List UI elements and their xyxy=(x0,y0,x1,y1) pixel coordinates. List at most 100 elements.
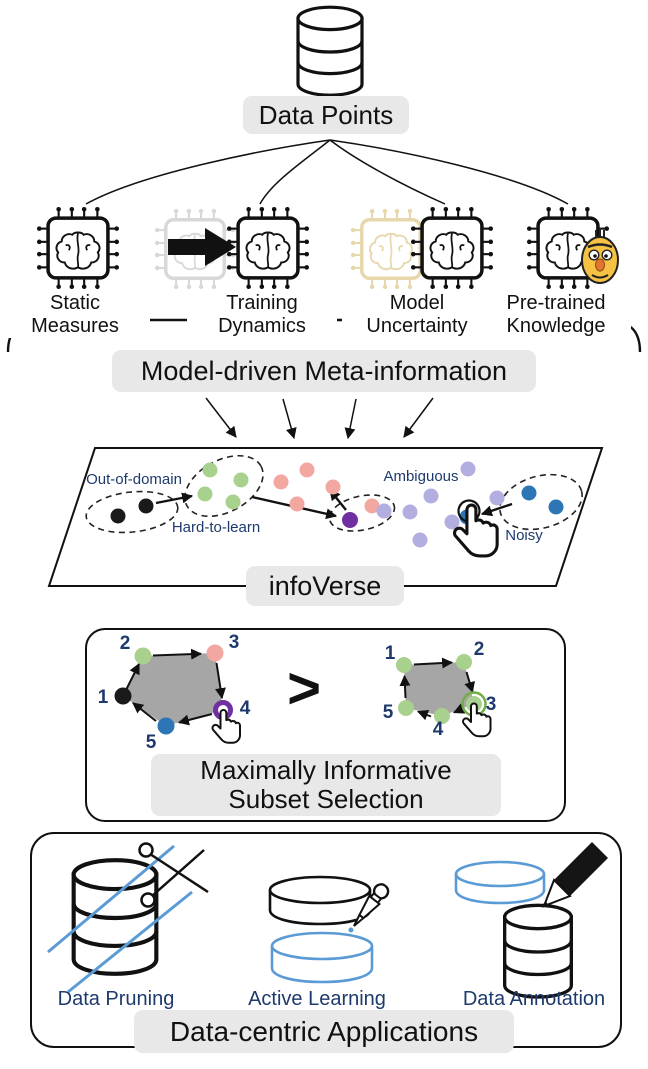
dot xyxy=(423,488,439,504)
pool-cylinder-top xyxy=(268,875,372,905)
training-progress-arrow-icon xyxy=(168,228,236,266)
fan-line xyxy=(259,139,331,205)
graph-node xyxy=(456,654,472,670)
down-arrow xyxy=(205,397,237,438)
pruning-database-icon xyxy=(74,860,157,974)
dot xyxy=(225,494,241,510)
label-line: Model xyxy=(389,292,445,314)
graph-edge xyxy=(125,663,140,691)
right-graph-polygon xyxy=(404,662,474,716)
meta-information-banner: Model-driven Meta-information xyxy=(112,350,536,392)
fan-lines xyxy=(85,139,569,205)
graph-edge xyxy=(416,709,432,721)
fan-line xyxy=(329,139,569,205)
left-graph-polygon xyxy=(123,653,223,726)
application-icons xyxy=(47,842,608,1046)
fan-line xyxy=(85,139,331,205)
dot xyxy=(233,472,249,488)
node-number: 1 xyxy=(98,687,109,708)
dot xyxy=(460,461,476,477)
cluster-arrow xyxy=(480,502,513,517)
prune-slash xyxy=(47,844,175,954)
source-label-model-uncertainty: Model Uncertainty xyxy=(342,292,492,338)
graph-edge xyxy=(464,671,475,694)
node-number: 5 xyxy=(383,702,394,723)
subset-selection-box: 1 2 3 4 5 1 2 xyxy=(85,628,566,822)
subset-graphs: 1 2 3 4 5 1 2 xyxy=(98,632,497,753)
graph-edge xyxy=(132,702,157,722)
down-arrow xyxy=(403,397,434,438)
graph-node xyxy=(157,717,175,735)
dot xyxy=(138,498,154,514)
subset-caption: Maximally Informative Subset Selection xyxy=(151,754,501,816)
banner-to-scatter-arrows xyxy=(205,397,434,440)
dot xyxy=(197,486,213,502)
source-label-training-dynamics: Training Dynamics xyxy=(187,292,337,338)
dot xyxy=(444,514,460,530)
prune-slash xyxy=(67,890,193,994)
dot xyxy=(364,498,380,514)
caption-line: Subset Selection xyxy=(228,784,424,814)
dot xyxy=(299,462,315,478)
region-label-noisy: Noisy xyxy=(505,527,543,544)
meta-banner-text: Model-driven Meta-information xyxy=(140,355,508,386)
label-line: Static xyxy=(49,292,101,314)
graph-edge xyxy=(413,657,454,669)
source-label-static-measures: Static Measures xyxy=(0,292,150,338)
label-line: Pre-trained xyxy=(506,292,606,314)
app-label-data-annotation: Data Annotation xyxy=(462,988,606,1010)
dot xyxy=(325,479,341,495)
caption-line: Maximally Informative xyxy=(200,755,452,785)
graph-node xyxy=(206,644,224,662)
meta-source-icons xyxy=(35,205,619,291)
dot xyxy=(202,462,218,478)
infoverse-title-text: infoVerse xyxy=(268,570,382,601)
node-number: 3 xyxy=(486,694,497,715)
dot xyxy=(273,474,289,490)
dot xyxy=(110,508,126,524)
dot xyxy=(402,504,418,520)
label-line: Knowledge xyxy=(506,315,606,337)
graph-node xyxy=(396,657,412,673)
dot xyxy=(412,532,428,548)
dot xyxy=(548,499,564,515)
model-uncertainty-chip-icon xyxy=(409,205,495,291)
fan-line xyxy=(329,139,446,205)
label-line: Training xyxy=(226,292,298,314)
source-label-pretrained-knowledge: Pre-trained Knowledge xyxy=(481,292,631,338)
bert-face-icon xyxy=(581,228,619,284)
dot xyxy=(289,496,305,512)
node-number: 5 xyxy=(146,732,157,753)
selected-cylinder-top xyxy=(270,931,374,961)
app-label-active-learning: Active Learning xyxy=(248,988,386,1010)
region-label-ambiguous: Ambiguous xyxy=(383,468,458,485)
down-arrow xyxy=(344,398,357,440)
annotation-small-cylinder-top xyxy=(454,860,546,888)
database-icon xyxy=(284,4,376,100)
node-number: 4 xyxy=(240,698,251,719)
ghost-chip-yellow-icon xyxy=(349,207,433,291)
graph-node xyxy=(398,700,414,716)
training-dynamics-chip-icon xyxy=(225,205,311,291)
infoverse-title: infoVerse xyxy=(246,566,404,606)
node-number: 2 xyxy=(474,639,485,660)
label-line: Dynamics xyxy=(218,315,306,337)
graph-edge xyxy=(177,713,213,726)
noisy-cluster-ellipse xyxy=(499,473,583,531)
label-line: Measures xyxy=(31,315,119,337)
ambiguous-cluster-ellipse xyxy=(328,494,396,532)
scissors-icon xyxy=(138,842,209,908)
greater-than-symbol: > xyxy=(287,655,321,721)
static-measures-chip-icon xyxy=(35,205,121,291)
graph-node xyxy=(434,708,450,724)
annotation-database-icon xyxy=(505,905,572,997)
applications-banner: Data-centric Applications xyxy=(134,1010,514,1053)
cluster-arrow xyxy=(155,492,194,505)
dot xyxy=(376,503,392,519)
data-points-text: Data Points xyxy=(258,99,394,130)
app-label-data-pruning: Data Pruning xyxy=(57,988,175,1010)
data-points-label: Data Points xyxy=(243,96,409,134)
graph-edge xyxy=(152,648,203,660)
graph-edge xyxy=(452,703,466,714)
